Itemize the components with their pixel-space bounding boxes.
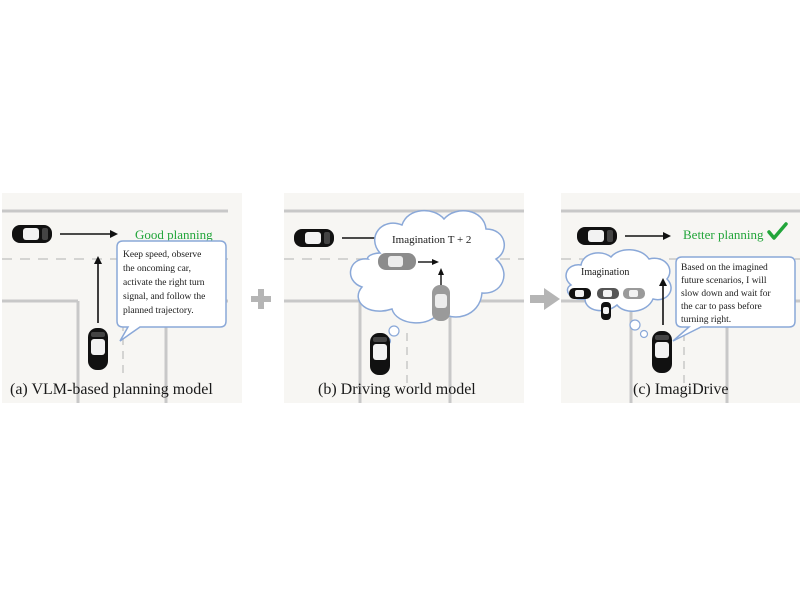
bubble-line: future scenarios, I will bbox=[681, 275, 767, 286]
caption-panel-a: (a) VLM-based planning model bbox=[10, 381, 213, 398]
caption-panel-b: (b) Driving world model bbox=[318, 381, 476, 398]
car-icon bbox=[378, 253, 416, 270]
car-icon bbox=[88, 328, 108, 370]
bubble-line: activate the right turn bbox=[123, 278, 205, 288]
bubble-line: the car to pass before bbox=[681, 301, 762, 312]
bubble-line: the oncoming car, bbox=[123, 264, 191, 274]
thought-dot bbox=[629, 319, 641, 331]
plus-icon bbox=[251, 289, 271, 309]
trajectory-arrow-up bbox=[659, 278, 667, 325]
car-icon bbox=[569, 288, 591, 299]
car-icon bbox=[432, 285, 450, 321]
car-icon bbox=[577, 227, 617, 245]
panel-imagidrive: Better planning Imagination bbox=[561, 193, 800, 403]
motion-arrowhead bbox=[438, 268, 444, 275]
bubble-line: turning right. bbox=[681, 315, 731, 325]
panel-world-model: Imagination T + 2 bbox=[284, 193, 524, 403]
speech-bubble: Keep speed, observe the oncoming car, ac… bbox=[116, 240, 227, 342]
imagination-cloud: Imagination T + 2 bbox=[349, 210, 506, 324]
planning-badge: Good planning bbox=[135, 227, 213, 242]
car-icon bbox=[294, 229, 334, 247]
right-arrow-icon bbox=[530, 288, 560, 310]
car-icon bbox=[12, 225, 52, 243]
panel-b-scene: Imagination T + 2 bbox=[284, 193, 524, 403]
imagination-cloud: Imagination bbox=[565, 249, 672, 320]
speech-bubble: Based on the imagined future scenarios, … bbox=[672, 256, 796, 342]
motion-arrowhead bbox=[432, 259, 439, 265]
thought-dot bbox=[639, 329, 649, 339]
car-icon bbox=[601, 302, 611, 320]
check-icon bbox=[767, 222, 788, 240]
panel-c-scene: Better planning Imagination bbox=[561, 193, 800, 403]
planning-badge: Better planning bbox=[683, 227, 764, 242]
bubble-line: slow down and wait for bbox=[681, 288, 772, 299]
svg-text:Keep speed, observe th: Keep speed, observe the oncoming car, ac… bbox=[123, 250, 208, 316]
trajectory-arrow-right bbox=[60, 230, 118, 238]
bubble-line: Keep speed, observe bbox=[123, 250, 201, 260]
panel-vlm-planning: Good planning Keep speed, observe the on… bbox=[2, 193, 242, 403]
bubble-line: planned trajectory. bbox=[123, 306, 194, 316]
thought-dot bbox=[388, 325, 400, 337]
svg-text:Based on the imagined: Based on the imagined future scenarios, … bbox=[681, 263, 773, 325]
trajectory-arrow-up bbox=[94, 256, 102, 323]
cloud-label: Imagination T + 2 bbox=[392, 234, 471, 246]
car-icon bbox=[370, 333, 390, 375]
bubble-line: signal, and follow the bbox=[123, 291, 205, 302]
trajectory-arrow-right bbox=[625, 232, 671, 240]
panel-a-scene: Good planning Keep speed, observe the on… bbox=[2, 193, 242, 403]
caption-panel-c: (c) ImagiDrive bbox=[633, 381, 729, 398]
car-icon bbox=[652, 331, 672, 373]
car-icon bbox=[597, 288, 619, 299]
car-icon bbox=[623, 288, 645, 299]
bubble-line: Based on the imagined bbox=[681, 263, 768, 273]
cloud-label: Imagination bbox=[581, 267, 629, 278]
